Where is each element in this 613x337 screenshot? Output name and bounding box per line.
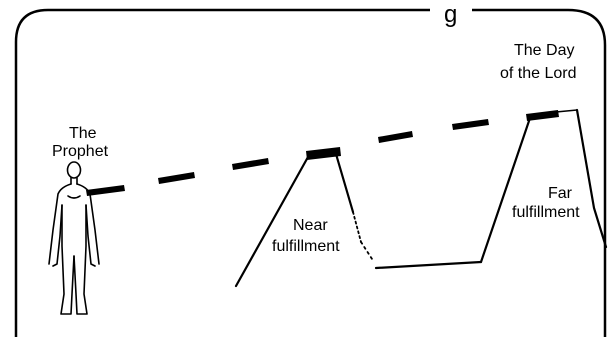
line-of-sight [86,110,559,196]
far-fulfillment-label-line2: fulfillment [512,204,580,221]
sight-dash-3 [232,158,269,170]
sight-dash-7 [526,110,559,121]
prophet-label-line2: Prophet [52,143,109,160]
prophet-figure-icon [48,161,100,315]
top-label-fragment: g [444,1,457,28]
sight-dash-5 [378,131,413,143]
sight-dash-1 [86,185,125,196]
sight-dash-4 [306,147,341,160]
far-mountain [479,108,608,264]
sight-dash-6 [452,119,489,130]
near-mountain [234,152,483,288]
diagram-frame [14,8,607,337]
day-of-lord-label-line2: of the Lord [500,65,577,82]
far-fulfillment-label-line1: Far [548,185,573,202]
prophet-label-line1: The [69,125,97,142]
day-of-lord-label-line1: The Day [514,42,574,59]
near-fulfillment-label-line2: fulfillment [272,238,340,255]
near-fulfillment-label-line1: Near [293,217,328,234]
sight-dash-2 [158,172,195,184]
